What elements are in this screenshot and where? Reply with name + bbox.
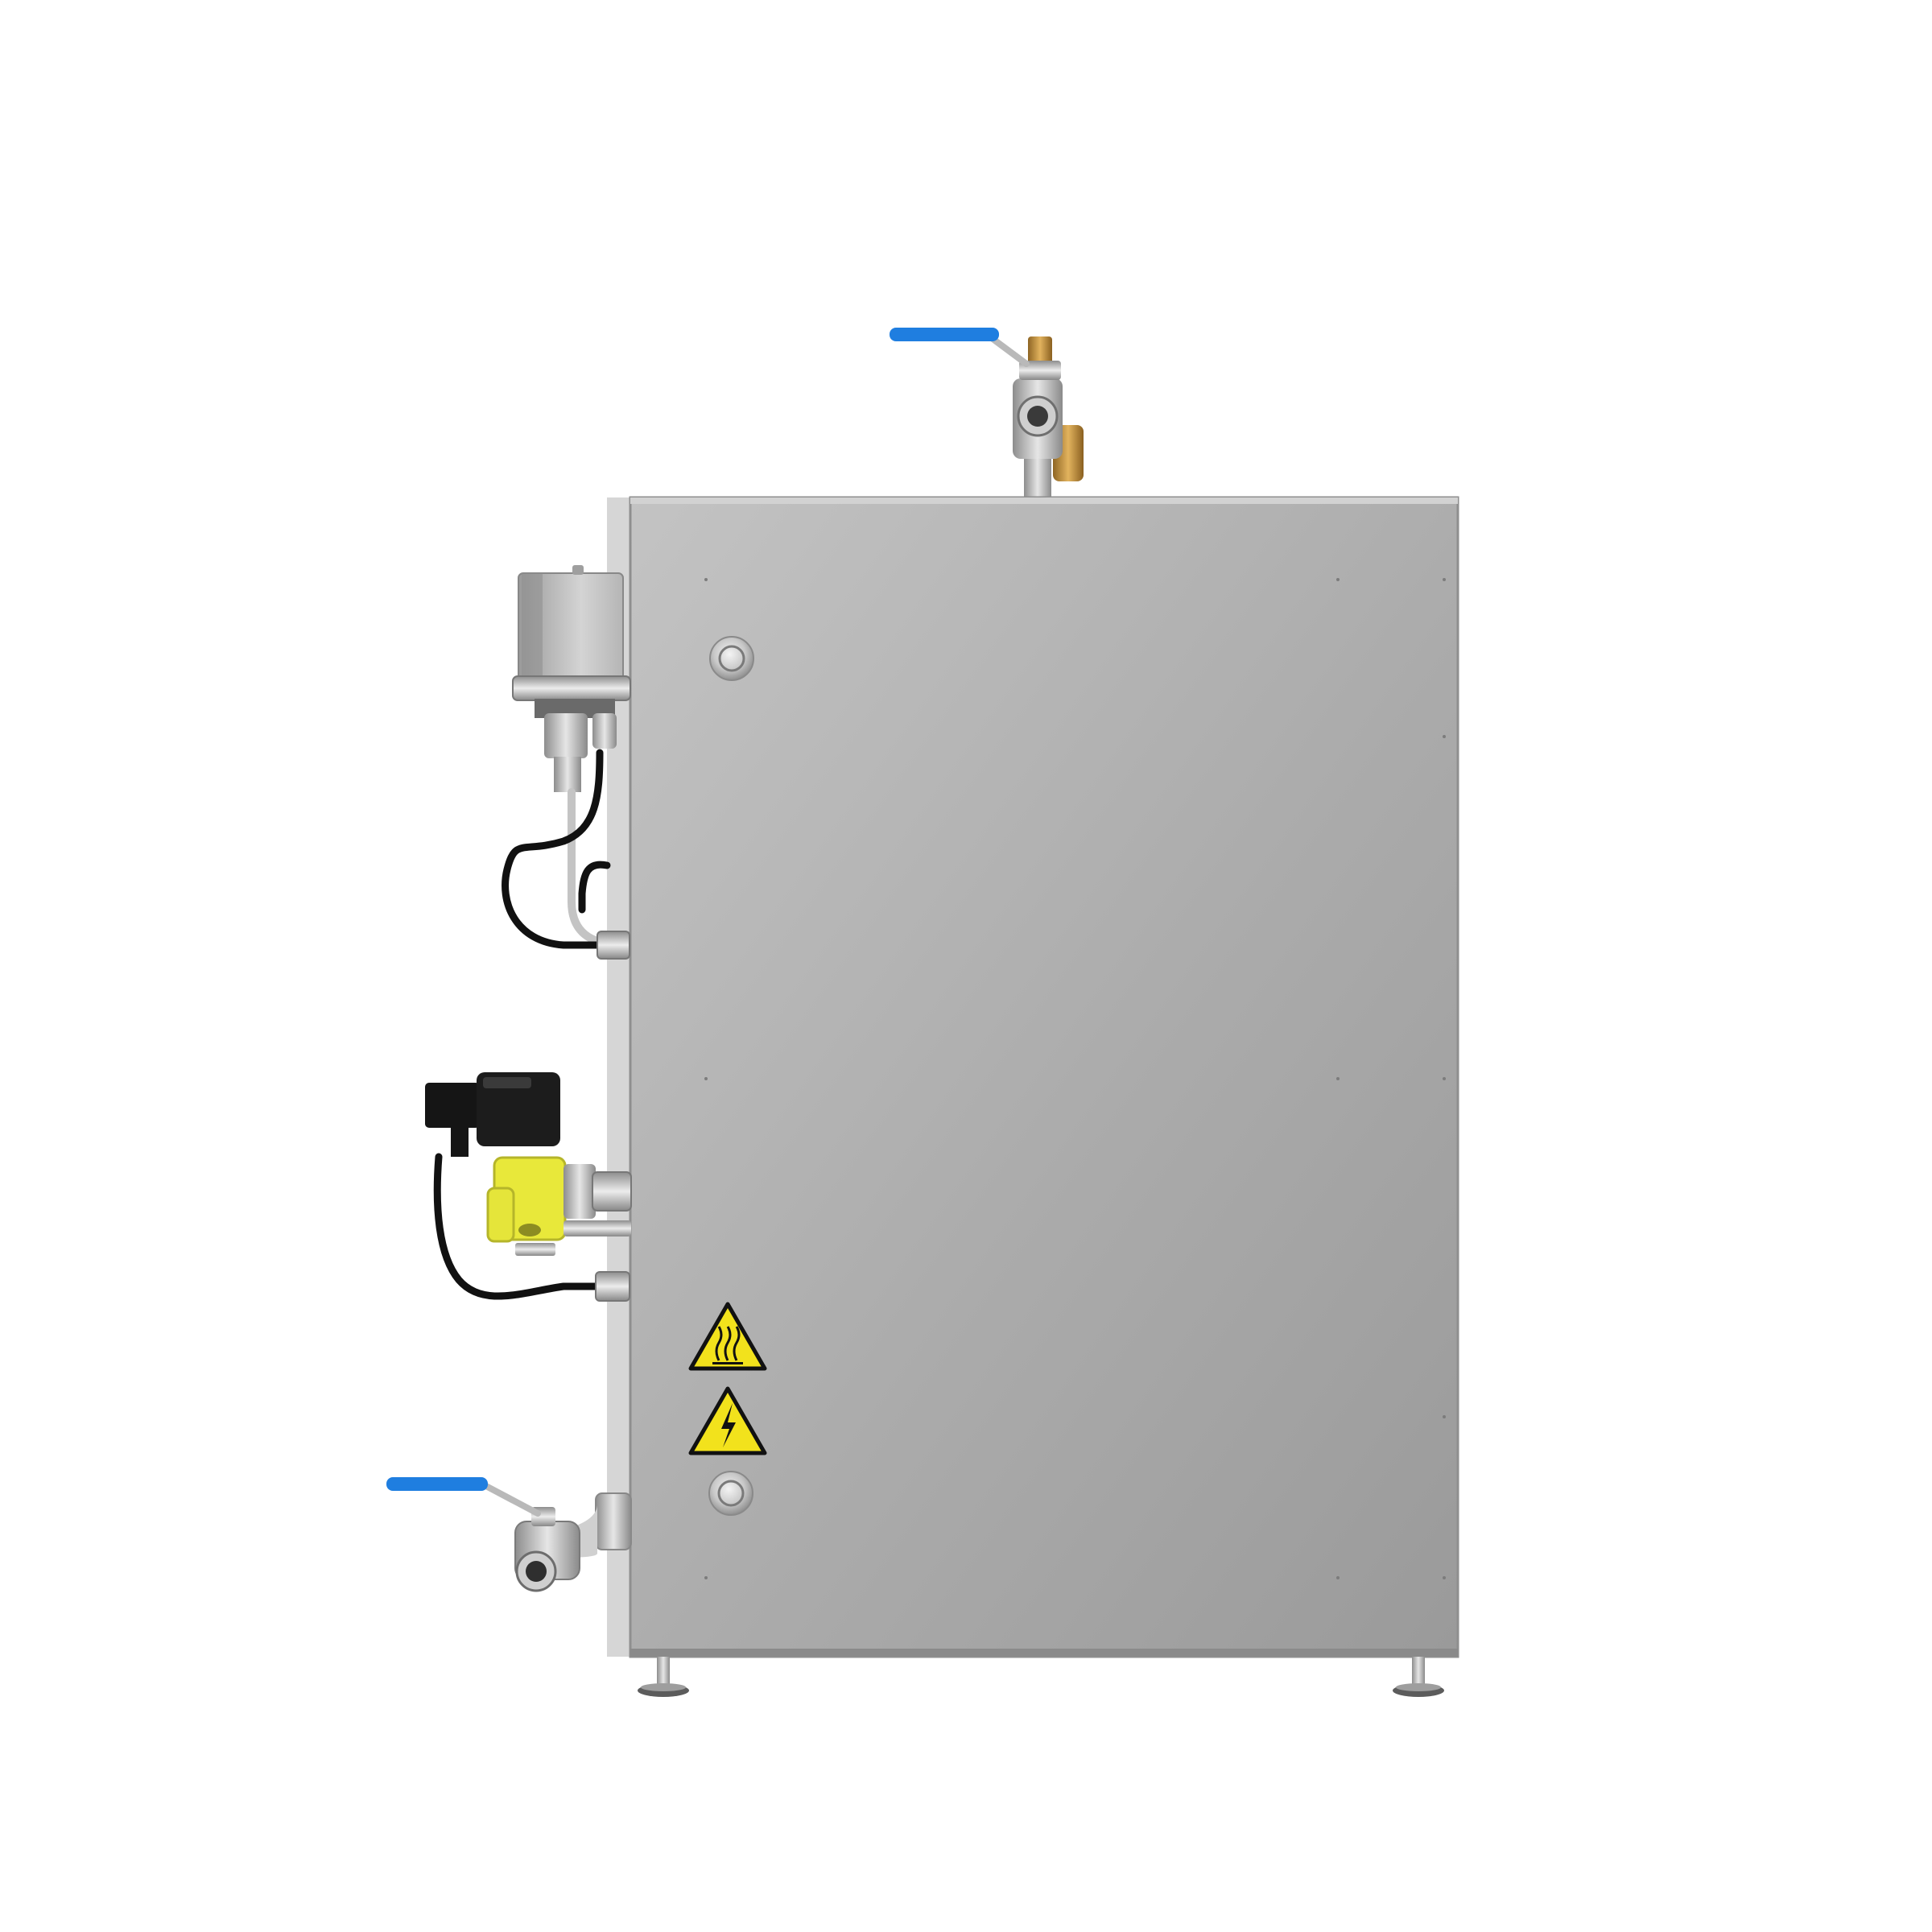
top-valve-handle (890, 328, 999, 341)
left-foot (638, 1657, 689, 1697)
upper-sight-plug (709, 636, 754, 681)
solenoid-cable (433, 1153, 604, 1300)
drain-valve-handle (386, 1477, 488, 1491)
drain-valve-handle-stem (480, 1481, 541, 1517)
panel-screws (704, 578, 1446, 1579)
upper-cable-gland (597, 931, 630, 960)
hot-surface-warning-icon (688, 1302, 767, 1371)
solenoid-coil (477, 1072, 560, 1146)
lower-sight-plug (708, 1471, 753, 1516)
pressure-switch-cable (502, 749, 604, 949)
high-voltage-warning-icon (688, 1386, 767, 1455)
cabinet (607, 496, 1459, 1658)
top-brass-cap (1028, 336, 1052, 365)
top-pipe (1024, 451, 1051, 501)
lower-cable-gland (595, 1271, 630, 1302)
solenoid-connector (425, 1083, 480, 1128)
drain-ball-valve (386, 1477, 632, 1592)
cabinet-panel (629, 496, 1459, 1658)
top-valve-handle-stem (989, 335, 1030, 367)
solenoid-valve-assembly (425, 1072, 632, 1302)
pressure-switch-assembly (502, 565, 631, 960)
right-foot (1393, 1657, 1444, 1697)
top-ball-valve (890, 328, 1084, 501)
